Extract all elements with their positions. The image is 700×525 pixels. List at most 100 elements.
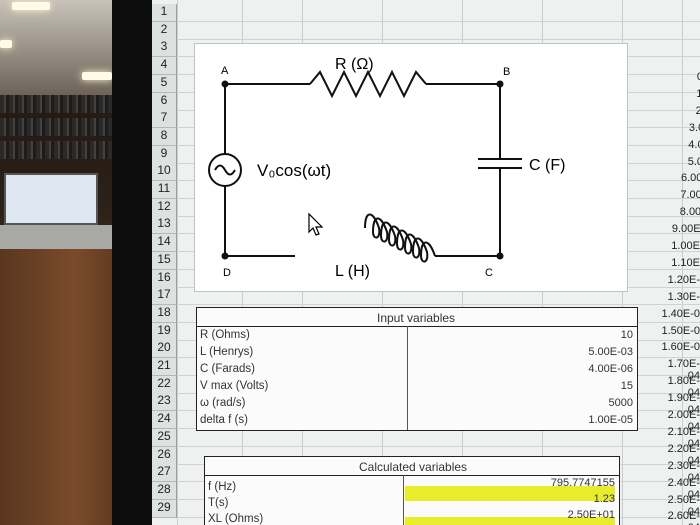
time-value-cell[interactable]: 9.00E — [671, 223, 700, 236]
time-value-cell[interactable]: 2. — [695, 104, 700, 117]
row-header[interactable]: 14 — [152, 234, 177, 253]
row-header[interactable]: 20 — [152, 340, 177, 359]
input-variable-value[interactable]: 10 — [620, 329, 633, 341]
row-header[interactable]: 1 — [152, 4, 177, 22]
row-header[interactable]: 12 — [152, 198, 177, 217]
row-header[interactable]: 26 — [152, 446, 177, 465]
time-value-cell[interactable]: 4.0 — [688, 138, 700, 151]
input-variable-value[interactable]: 1.00E-05 — [588, 414, 633, 426]
grid-line — [177, 304, 700, 306]
grid-line — [177, 21, 700, 22]
bookshelf — [0, 141, 128, 159]
ceiling — [0, 0, 130, 95]
row-header[interactable]: 22 — [152, 375, 177, 394]
highlighted-cell[interactable] — [405, 486, 615, 501]
input-variable-value[interactable]: 15 — [620, 380, 633, 392]
node-c-label: C — [485, 267, 493, 279]
row-header[interactable]: 2 — [152, 21, 177, 40]
time-value-cell[interactable]: 1.20E- — [667, 273, 700, 286]
time-value-cell[interactable]: 1.70E-04 — [667, 358, 700, 383]
time-value-cell[interactable]: 1.30E- — [667, 290, 700, 303]
row-header[interactable]: 19 — [152, 322, 177, 341]
resistor-label: R (Ω) — [335, 56, 374, 73]
row-header[interactable]: 6 — [152, 92, 177, 111]
grid-line — [177, 445, 700, 447]
mouse-cursor-icon — [308, 212, 324, 236]
time-value-cell[interactable]: 1.50E-0 — [661, 324, 700, 337]
row-header[interactable]: 28 — [152, 481, 177, 500]
node-a-label: A — [221, 65, 229, 77]
calculated-variable-label: XL (Ohms) — [208, 513, 264, 525]
input-variable-label: C (Farads) — [200, 363, 255, 375]
row-header[interactable]: 21 — [152, 358, 177, 376]
calculated-variable-value[interactable]: 2.50E+01 — [567, 509, 615, 521]
input-variable-value[interactable]: 5.00E-03 — [588, 346, 633, 358]
row-header[interactable]: 9 — [152, 145, 177, 164]
row-header[interactable]: 18 — [152, 304, 177, 323]
input-variable-value[interactable]: 4.00E-06 — [588, 363, 633, 375]
input-variable-label: ω (rad/s) — [200, 397, 246, 409]
row-header[interactable]: 7 — [152, 110, 177, 129]
calculated-variable-value[interactable]: 795.7747155 — [550, 477, 615, 489]
row-header[interactable]: 17 — [152, 287, 177, 306]
time-value-cell[interactable]: 1.00E — [671, 240, 700, 252]
source-label: V₀cos(ωt) — [257, 161, 331, 180]
ac-source-symbol — [208, 153, 242, 187]
laptop-screen — [4, 173, 98, 225]
highlighted-cell[interactable] — [405, 517, 615, 525]
row-header[interactable]: 11 — [152, 181, 177, 199]
time-value-cell[interactable]: 1.10E — [671, 256, 700, 269]
input-variable-label: V max (Volts) — [200, 380, 269, 392]
time-value-cell[interactable]: 6.00 — [680, 172, 700, 185]
time-value-cell[interactable]: 2.00E-04 — [667, 409, 700, 433]
time-value-cell[interactable]: 2.40E-04 — [667, 476, 700, 501]
row-header[interactable]: 29 — [152, 499, 177, 518]
grid-line — [682, 0, 683, 525]
time-value-cell[interactable]: 2.50E-04 — [667, 493, 700, 518]
time-value-cell[interactable]: 8.00 — [679, 206, 700, 219]
row-header[interactable]: 24 — [152, 411, 177, 430]
row-header[interactable]: 13 — [152, 216, 177, 235]
circuit-diagram-image[interactable]: A B C D R (Ω) V₀cos(ωt) C (F) L (H) — [194, 43, 628, 292]
row-header[interactable]: 8 — [152, 127, 177, 146]
calculated-variable-value[interactable]: 1.23 — [593, 493, 615, 505]
row-header[interactable]: 10 — [152, 163, 177, 182]
time-value-cell[interactable]: 2.60E-04 — [667, 510, 700, 525]
row-header[interactable]: 16 — [152, 269, 177, 288]
node-d-label: D — [223, 267, 231, 279]
input-variable-label: delta f (s) — [200, 414, 248, 426]
time-value-cell[interactable]: 1.60E-0 — [661, 341, 700, 354]
row-header[interactable]: 3 — [152, 39, 177, 58]
time-value-cell[interactable]: 2.20E-04 — [667, 442, 700, 467]
row-header[interactable]: 4 — [152, 57, 177, 76]
input-variables-title: Input variables — [377, 311, 456, 325]
capacitor-label: C (F) — [529, 157, 565, 174]
time-value-cell[interactable]: 7.00 — [680, 189, 700, 202]
time-value-cell[interactable]: 3.0 — [688, 121, 700, 134]
row-header[interactable]: 27 — [152, 464, 177, 483]
time-value-cell[interactable]: 1.40E-0 — [661, 307, 700, 320]
row-header[interactable]: 5 — [152, 74, 177, 93]
inductor-label: L (H) — [335, 263, 370, 280]
ceiling-light — [12, 2, 50, 10]
input-variable-label: L (Henrys) — [200, 346, 254, 358]
row-header[interactable]: 25 — [152, 428, 177, 447]
time-value-cell[interactable]: 1.80E-04 — [667, 375, 700, 400]
row-header[interactable]: 15 — [152, 251, 177, 270]
ceiling-light — [0, 40, 12, 48]
row-header[interactable]: 23 — [152, 393, 177, 412]
time-value-cell[interactable]: 2.30E-04 — [667, 459, 700, 484]
time-value-cell[interactable]: 2.10E-04 — [667, 425, 700, 450]
time-value-cell[interactable]: 1.90E-04 — [667, 392, 700, 417]
node-b-label: B — [503, 66, 510, 78]
resistor-symbol — [309, 69, 427, 99]
time-value-cell[interactable]: 0. — [696, 71, 700, 83]
time-value-cell[interactable]: 1. — [696, 87, 700, 100]
input-variable-value[interactable]: 5000 — [608, 397, 633, 409]
calculated-variables-title: Calculated variables — [359, 460, 468, 474]
inductor-symbol — [364, 213, 436, 263]
time-value-cell[interactable]: 5.0 — [687, 155, 700, 168]
